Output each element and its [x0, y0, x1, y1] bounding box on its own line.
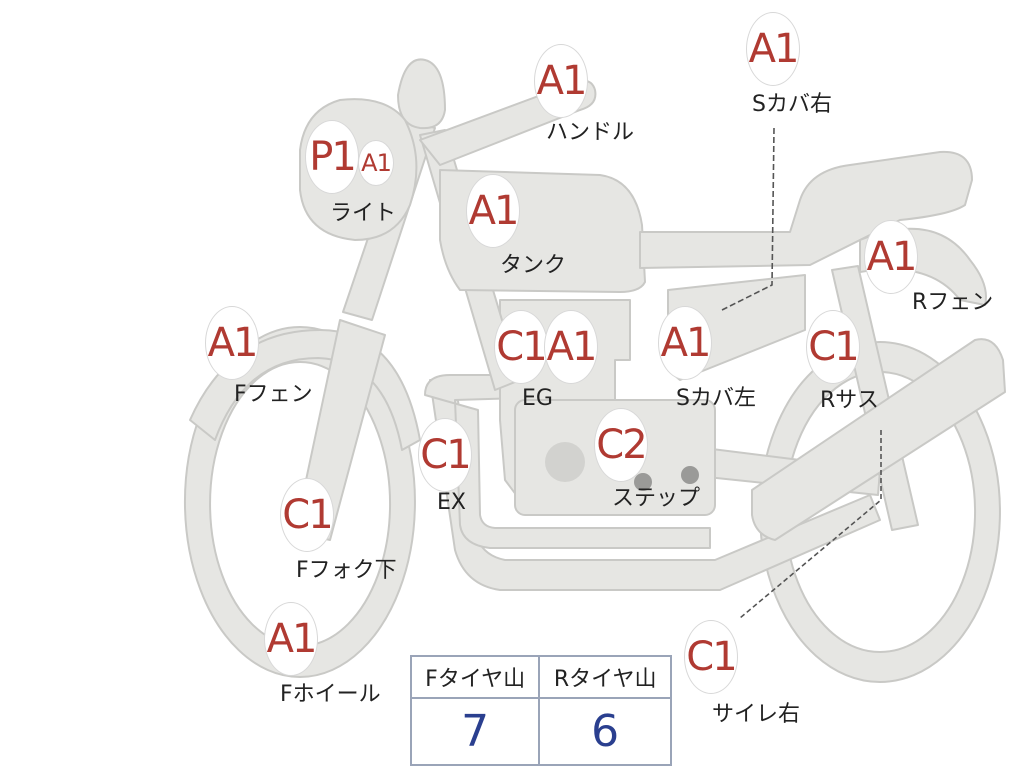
front-tire-header: Fタイヤ山	[409, 655, 541, 699]
label-exhaust: EX	[437, 490, 466, 515]
silencer-shape	[751, 338, 1006, 541]
grade-badge-light-a: A1	[358, 140, 394, 186]
grade-badge-engine-a: A1	[544, 310, 598, 384]
label-step: ステップ	[612, 486, 701, 511]
label-side-cover-right: Sカバ右	[752, 92, 832, 117]
label-front-wheel: Fホイール	[280, 682, 381, 707]
label-front-fender: Fフェン	[234, 382, 313, 407]
label-tank: タンク	[500, 253, 567, 278]
label-front-fork-lower: Fフォク下	[296, 558, 397, 583]
rear-wheel-shape	[758, 341, 1001, 683]
grade-badge-rear-fender: A1	[864, 220, 918, 294]
grade-badge-light-p: P1	[305, 120, 359, 194]
grade-badge-silencer-right: C1	[684, 620, 738, 694]
label-handle: ハンドル	[546, 120, 635, 145]
leader-line-silencer-right	[739, 430, 882, 619]
grade-badge-exhaust: C1	[418, 418, 472, 492]
grade-badge-rear-suspension: C1	[806, 310, 860, 384]
leader-line-side-cover-right	[721, 127, 775, 311]
tire-table-header-row: Fタイヤ山 Rタイヤ山	[409, 655, 672, 699]
tire-tread-table: Fタイヤ山 Rタイヤ山 7 6	[409, 655, 672, 766]
label-rear-suspension: Rサス	[820, 388, 879, 413]
label-silencer-right: サイレ右	[712, 702, 801, 727]
footpeg	[634, 473, 652, 491]
grade-badge-handle: A1	[534, 44, 588, 118]
exhaust-pipe	[424, 374, 711, 549]
footpeg	[681, 466, 699, 484]
grade-badge-step: C2	[594, 408, 648, 482]
label-light: ライト	[330, 201, 397, 226]
rear-tire-value: 6	[538, 697, 672, 766]
label-side-cover-left: Sカバ左	[676, 386, 756, 411]
seat-shape	[639, 150, 973, 269]
grade-badge-side-cover-right: A1	[746, 12, 800, 86]
grade-badge-side-cover-left: A1	[658, 306, 712, 380]
label-engine: EG	[522, 386, 553, 411]
grade-badge-front-fender: A1	[205, 306, 259, 380]
grade-badge-front-wheel: A1	[264, 602, 318, 676]
rear-tire-header: Rタイヤ山	[538, 655, 672, 699]
front-tire-value: 7	[409, 697, 541, 766]
label-rear-fender: Rフェン	[912, 290, 994, 315]
mirror	[397, 58, 446, 130]
grade-badge-tank: A1	[466, 174, 520, 248]
engine-cover	[545, 442, 585, 482]
tire-table-value-row: 7 6	[409, 697, 672, 766]
grade-badge-engine-c: C1	[494, 310, 548, 384]
grade-badge-front-fork-lower: C1	[280, 478, 334, 552]
